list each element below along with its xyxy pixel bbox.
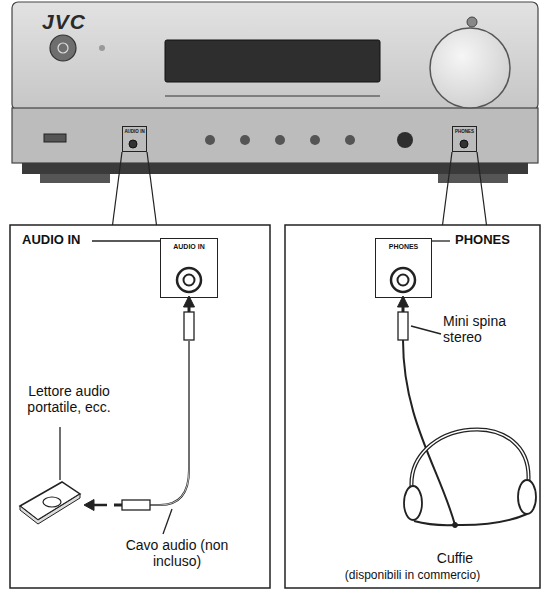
callout-panel: AUDIO INLettore audio portatile, ecc.Cav… — [10, 225, 270, 588]
jack-label: PHONES — [375, 243, 432, 251]
stereo-unit — [12, 2, 538, 183]
headphones-label: Cuffie — [395, 550, 515, 566]
jack-label: AUDIO IN — [160, 243, 218, 251]
jack-inset: AUDIO IN — [160, 238, 218, 298]
jack-name: AUDIO IN — [22, 233, 81, 248]
callout-connector — [443, 152, 453, 225]
portable-player — [20, 482, 80, 524]
device-label: Lettore audio portatile, ecc. — [4, 383, 134, 415]
headphones — [391, 241, 536, 528]
panel-ground — [285, 225, 540, 588]
note-text: (disponibili in commercio) — [288, 569, 537, 583]
jack-frame: PHONES — [452, 126, 477, 152]
plug-label: Mini spina stereo — [443, 313, 535, 345]
callout-connector — [113, 152, 123, 225]
callout-funnel-line — [477, 152, 487, 225]
cable-label: Cavo audio (non incluso) — [112, 537, 242, 569]
jack-label: AUDIO IN — [122, 129, 147, 134]
brand-logo: JVC — [42, 10, 86, 34]
jack-label: PHONES — [452, 129, 477, 134]
callout-funnel-line — [147, 152, 157, 225]
jack-frame: AUDIO IN — [122, 126, 147, 152]
jack-name: PHONES — [455, 233, 510, 248]
jack-inset: PHONES — [375, 238, 432, 298]
callout-panel: PHONES Mini spina stereoCuffie (disponibil… — [285, 225, 540, 588]
